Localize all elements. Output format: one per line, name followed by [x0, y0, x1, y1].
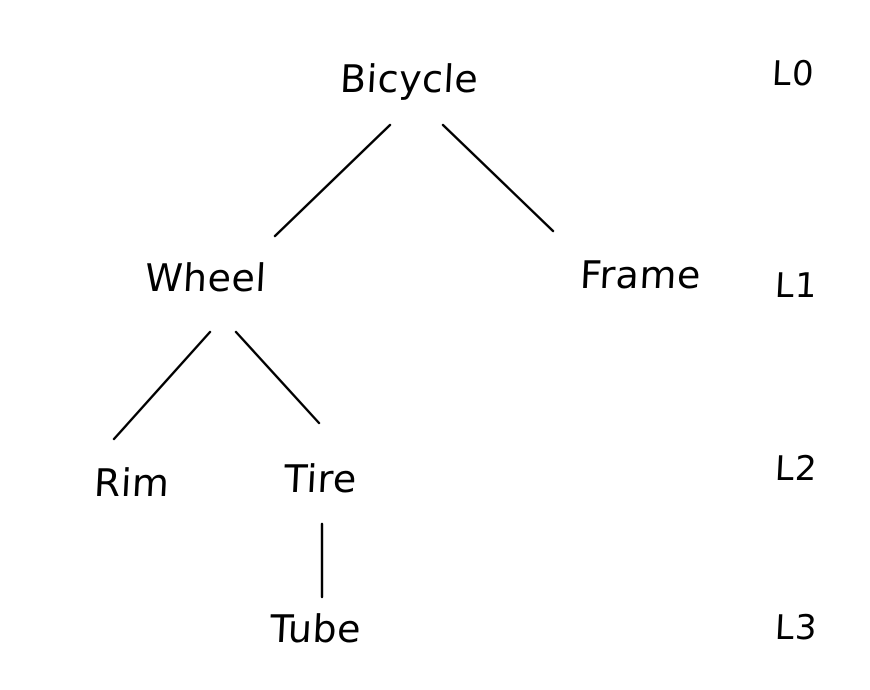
edge-wheel-tire — [234, 330, 321, 425]
node-tire: Tire — [282, 457, 358, 501]
node-rim: Rim — [92, 461, 171, 505]
node-wheel: Wheel — [143, 256, 268, 300]
edge-bicycle-frame — [441, 123, 555, 233]
node-bicycle: Bicycle — [338, 57, 480, 101]
edge-bicycle-wheel — [273, 123, 392, 238]
node-frame: Frame — [578, 253, 703, 297]
level-label-l1: L1 — [773, 266, 819, 306]
edge-wheel-rim — [112, 330, 212, 441]
level-label-l0: L0 — [770, 54, 816, 94]
node-tube: Tube — [268, 607, 363, 651]
level-label-l2: L2 — [773, 449, 819, 489]
level-label-l3: L3 — [773, 608, 819, 648]
